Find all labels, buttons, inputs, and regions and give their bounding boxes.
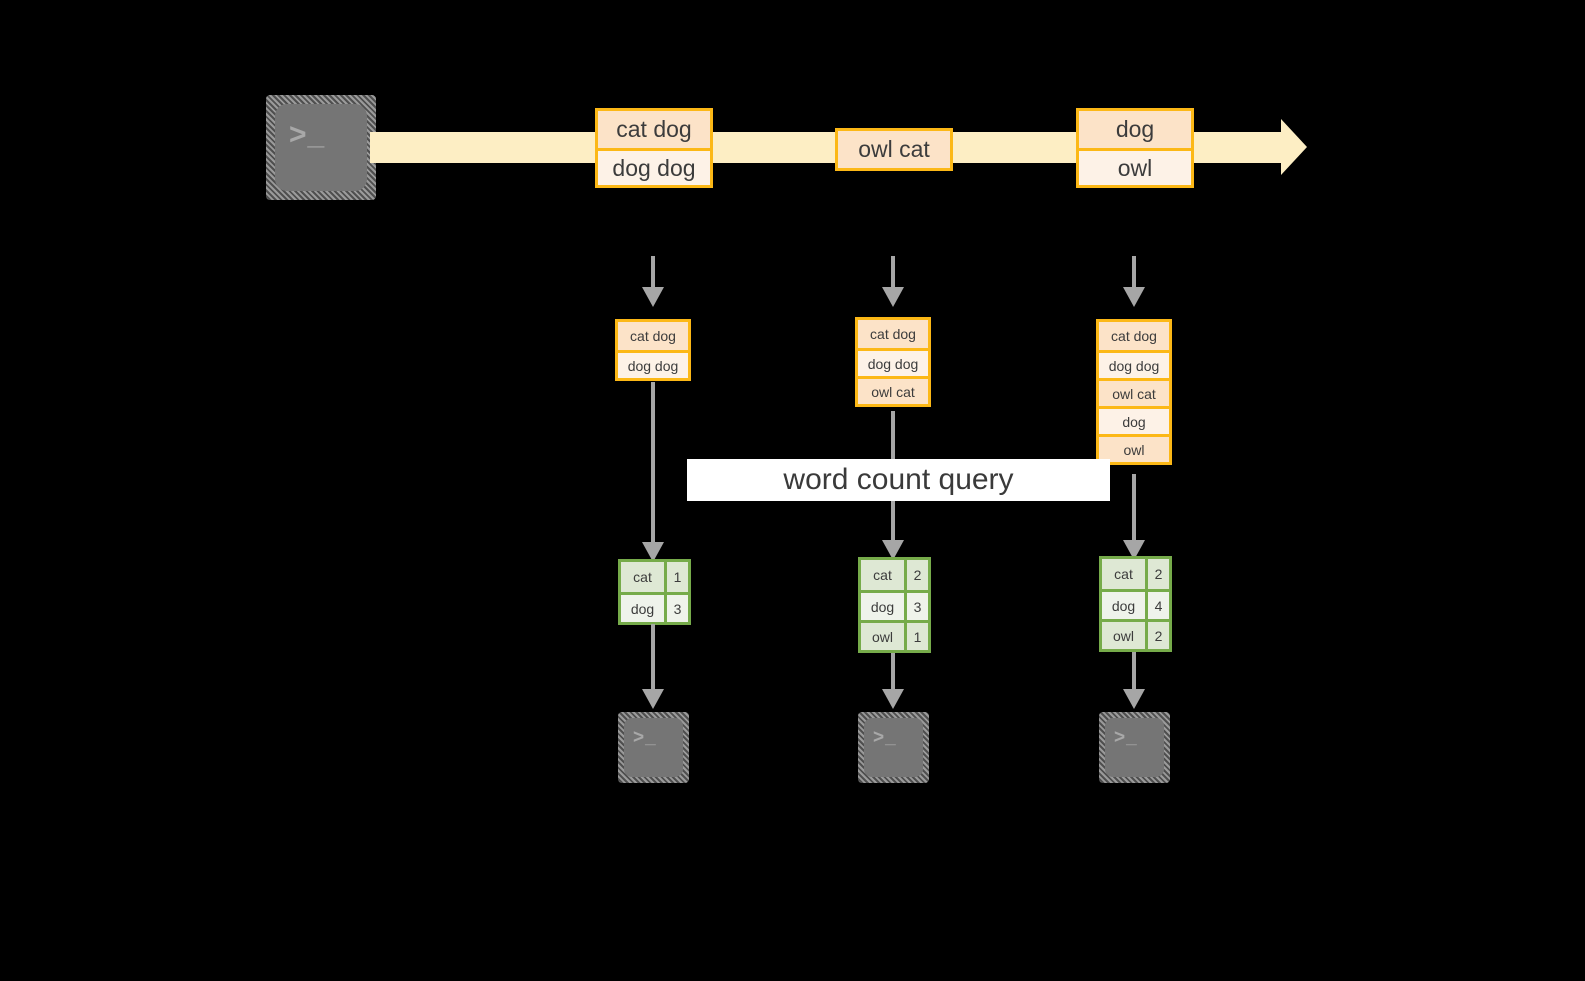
table-row: dog 3	[621, 592, 688, 622]
table-row: cat 2	[1102, 559, 1169, 589]
table-row: owl 1	[861, 620, 928, 650]
terminal-prompt-glyph: >_	[873, 727, 897, 748]
table-row: cat 2	[861, 560, 928, 590]
terminal-screen: >_	[275, 104, 367, 191]
result-table-3: cat 2 dog 4 owl 2	[1099, 556, 1172, 652]
stream-feed-line-2	[891, 256, 895, 290]
table-row: dog 3	[861, 590, 928, 620]
record-line: owl cat	[838, 131, 950, 168]
word-cell: dog	[1102, 592, 1145, 619]
word-cell: cat	[1102, 559, 1145, 589]
timeline-event-3: dog owl	[1076, 108, 1194, 188]
output-arrow-line-2	[891, 653, 895, 692]
stack-line: dog dog	[1099, 350, 1169, 378]
record-line: dog dog	[598, 148, 710, 185]
count-cell: 1	[904, 623, 928, 650]
count-cell: 4	[1145, 592, 1169, 619]
arrow-down-icon	[642, 689, 664, 709]
arrow-down-icon	[642, 542, 664, 562]
record-line: dog	[1079, 111, 1191, 148]
word-cell: cat	[621, 562, 664, 592]
record-line: cat dog	[598, 111, 710, 148]
stack-line: owl cat	[858, 376, 928, 404]
count-cell: 3	[664, 595, 688, 622]
terminal-screen: >_	[864, 718, 923, 777]
arrow-down-icon	[882, 540, 904, 560]
query-arrow-line-3	[1132, 474, 1136, 543]
arrow-down-icon	[1123, 287, 1145, 307]
arrow-down-icon	[642, 287, 664, 307]
count-cell: 2	[1145, 559, 1169, 589]
word-cell: owl	[1102, 622, 1145, 649]
query-arrow-line-1	[651, 382, 655, 545]
record-line: owl	[1079, 148, 1191, 185]
stack-line: cat dog	[1099, 322, 1169, 350]
snapshot-stack-1: cat dog dog dog	[615, 319, 691, 381]
stack-line: owl	[1099, 434, 1169, 462]
sink-terminal-icon-3: >_	[1099, 712, 1170, 783]
table-row: cat 1	[621, 562, 688, 592]
count-cell: 2	[1145, 622, 1169, 649]
source-terminal-icon: >_	[266, 95, 376, 200]
stack-line: dog dog	[618, 350, 688, 378]
arrow-down-icon	[882, 287, 904, 307]
sink-terminal-icon-2: >_	[858, 712, 929, 783]
arrow-down-icon	[1123, 689, 1145, 709]
arrow-right-icon	[1281, 119, 1307, 175]
stack-line: owl cat	[1099, 378, 1169, 406]
result-table-2: cat 2 dog 3 owl 1	[858, 557, 931, 653]
count-cell: 1	[664, 562, 688, 592]
word-cell: dog	[861, 593, 904, 620]
stack-line: dog dog	[858, 348, 928, 376]
snapshot-stack-2: cat dog dog dog owl cat	[855, 317, 931, 407]
terminal-prompt-glyph: >_	[1114, 727, 1138, 748]
stack-line: cat dog	[858, 320, 928, 348]
result-table-1: cat 1 dog 3	[618, 559, 691, 625]
timeline-event-1: cat dog dog dog	[595, 108, 713, 188]
stack-line: cat dog	[618, 322, 688, 350]
word-cell: dog	[621, 595, 664, 622]
count-cell: 2	[904, 560, 928, 590]
arrow-down-icon	[882, 689, 904, 709]
query-label: word count query	[783, 463, 1014, 496]
table-row: owl 2	[1102, 619, 1169, 649]
word-cell: owl	[861, 623, 904, 650]
stack-line: dog	[1099, 406, 1169, 434]
timeline-event-2: owl cat	[835, 128, 953, 171]
terminal-screen: >_	[1105, 718, 1164, 777]
terminal-screen: >_	[624, 718, 683, 777]
stream-feed-line-3	[1132, 256, 1136, 290]
arrow-down-icon	[1123, 540, 1145, 560]
table-row: dog 4	[1102, 589, 1169, 619]
terminal-prompt-glyph: >_	[289, 118, 326, 151]
output-arrow-line-3	[1132, 652, 1136, 692]
query-label-band: word count query	[687, 459, 1110, 501]
snapshot-stack-3: cat dog dog dog owl cat dog owl	[1096, 319, 1172, 465]
output-arrow-line-1	[651, 624, 655, 692]
sink-terminal-icon-1: >_	[618, 712, 689, 783]
count-cell: 3	[904, 593, 928, 620]
terminal-prompt-glyph: >_	[633, 727, 657, 748]
word-cell: cat	[861, 560, 904, 590]
stream-feed-line-1	[651, 256, 655, 290]
